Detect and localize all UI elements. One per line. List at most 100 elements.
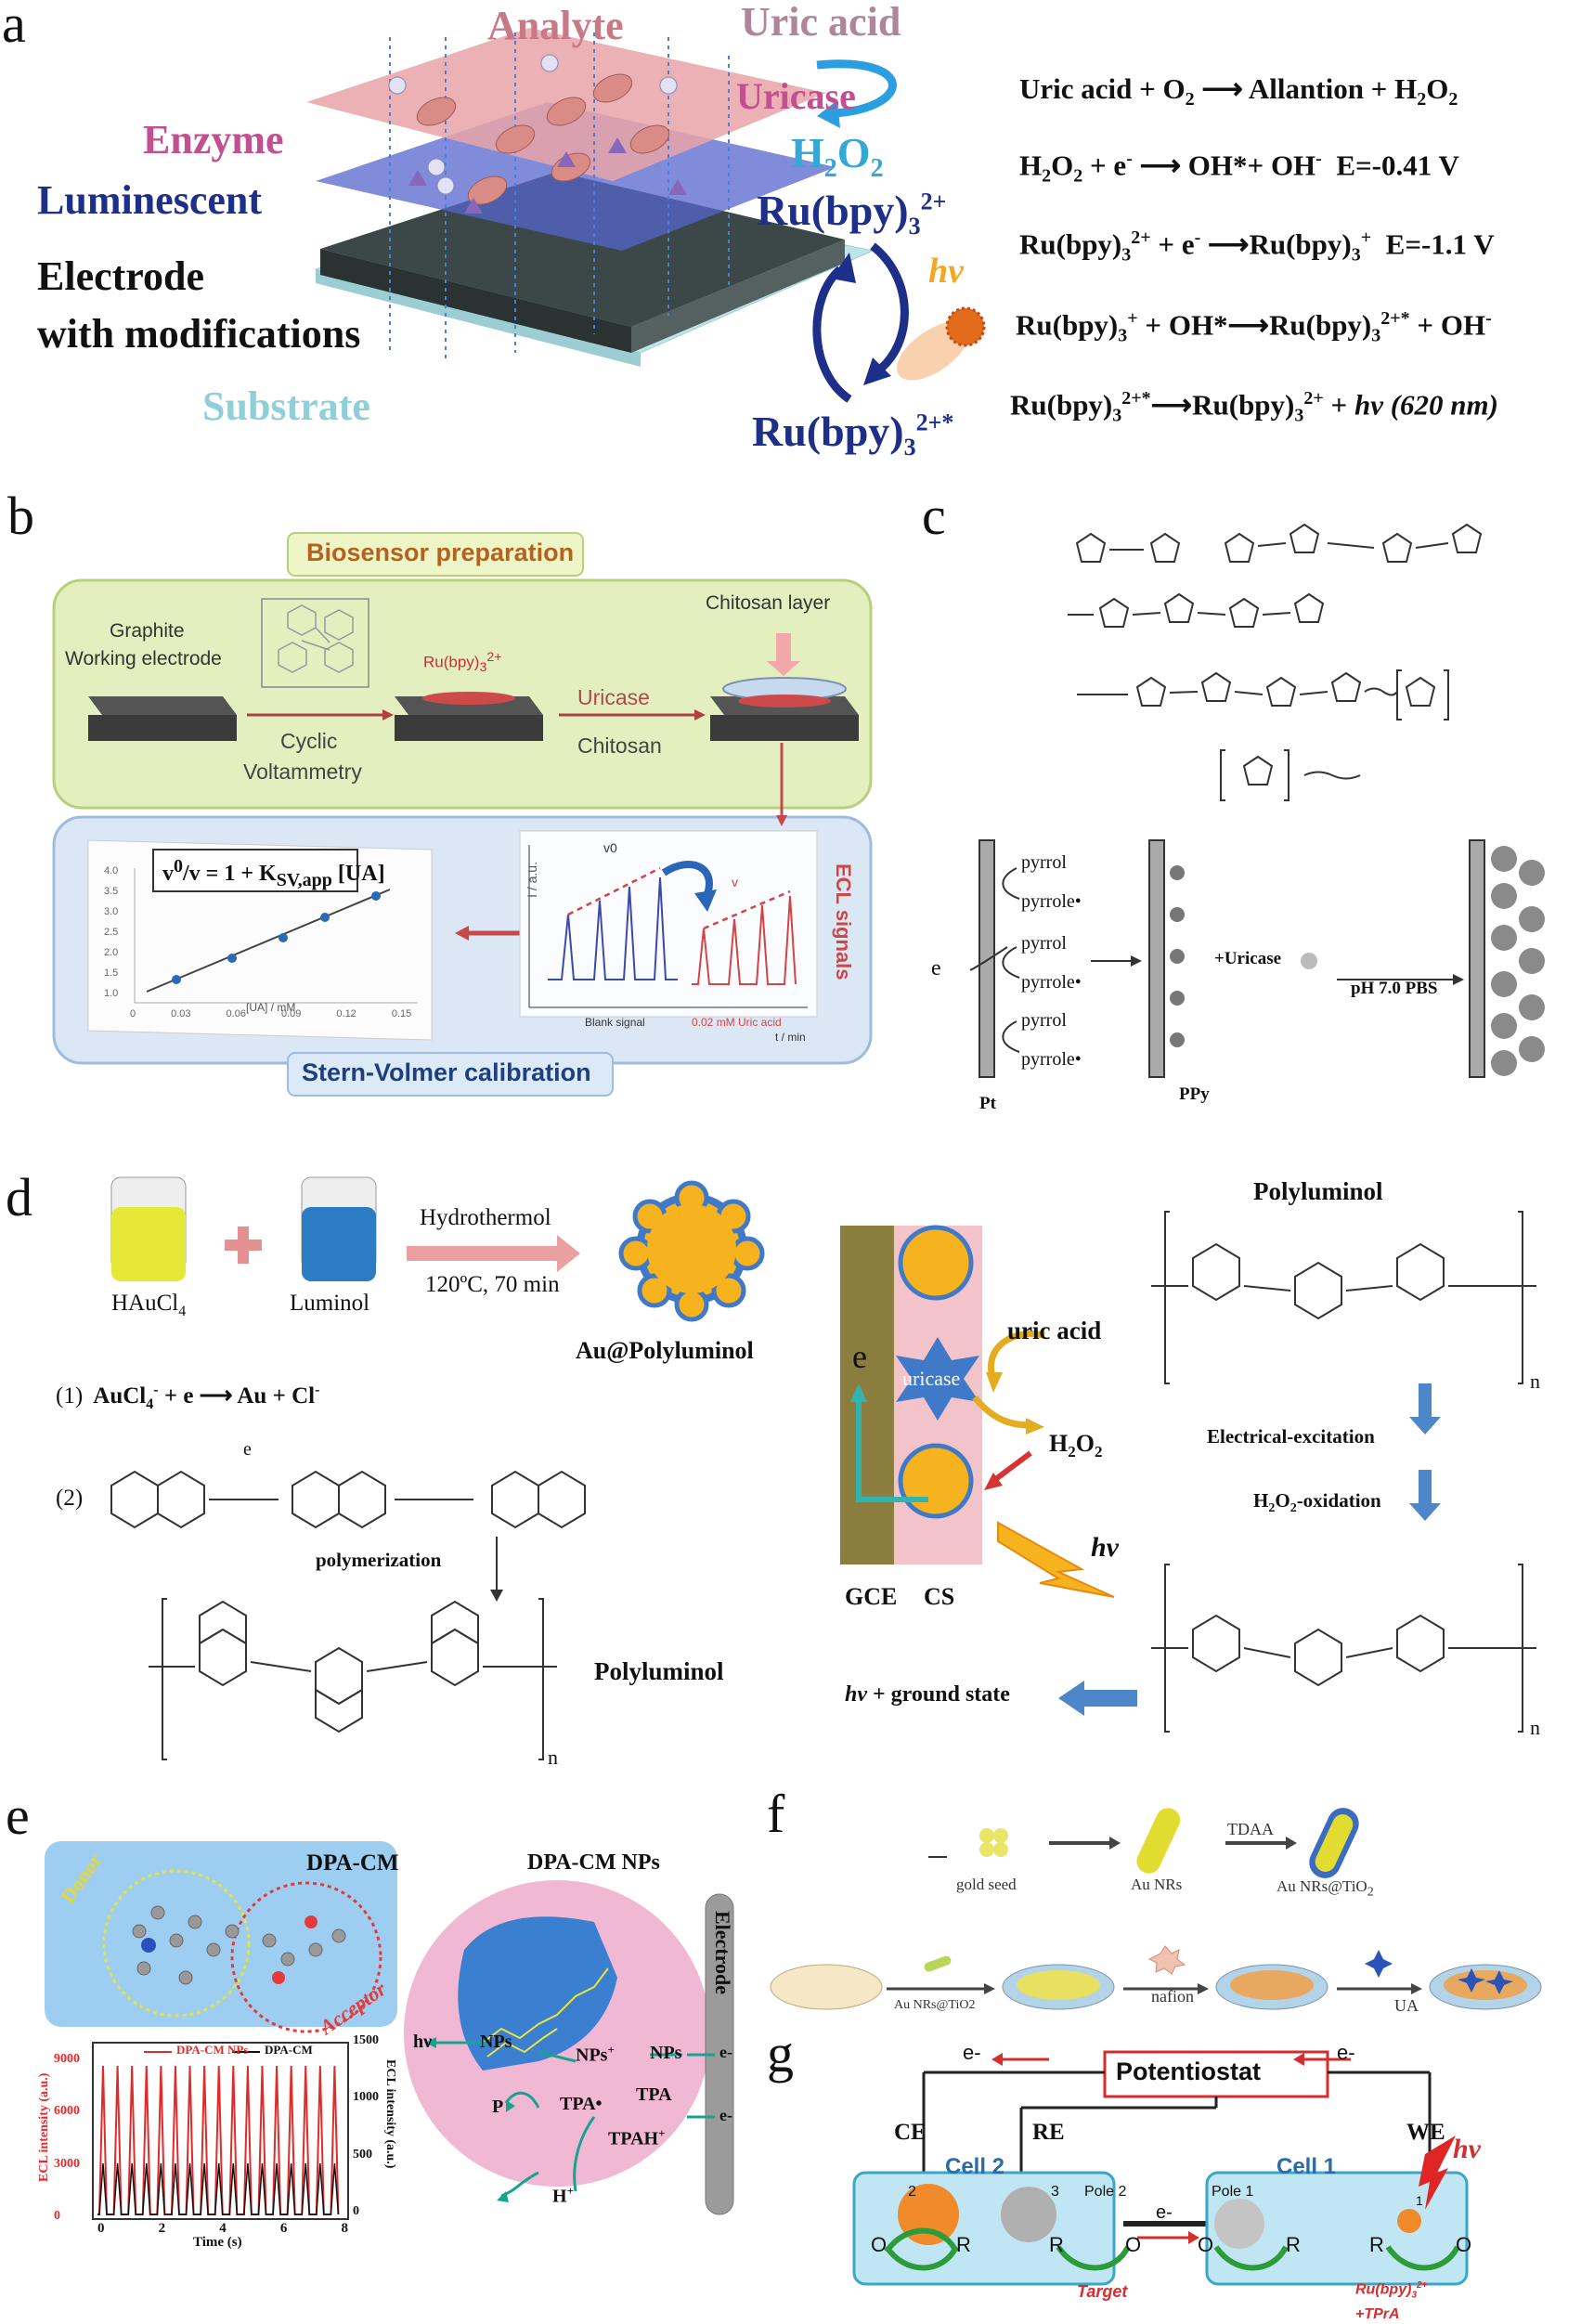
electron-label-d: e — [852, 1338, 867, 1375]
chitosan-layer-label: Chitosan layer — [706, 592, 831, 614]
chitosan-label-b: Chitosan — [577, 734, 662, 758]
polyluminol-label-right: Polyluminol — [1253, 1177, 1383, 1205]
ecl-xtick: 2 — [158, 2221, 166, 2236]
calibration-point — [371, 891, 381, 901]
uric-acid-label: Uric acid — [741, 0, 901, 45]
calibration-point — [279, 933, 288, 942]
electron-g-left: e- — [963, 2041, 981, 2064]
calibration-point — [227, 954, 237, 963]
uricase-label-c: +Uricase — [1214, 949, 1282, 968]
ru-cycle-right — [870, 242, 909, 375]
pyrrol-label-2: pyrrol — [1021, 933, 1067, 954]
v-label: v — [732, 875, 738, 889]
polymerization-label: polymerization — [316, 1549, 442, 1571]
ecl-ytick-left: 9000 — [54, 2052, 80, 2066]
cell1-label: Cell 1 — [1276, 2154, 1337, 2179]
calib-ytick: 3.5 — [104, 886, 119, 897]
au-tio2-label: Au NRs@TiO2 — [1276, 1877, 1374, 1900]
electron-arrow-label: e — [243, 1439, 252, 1460]
pyrrole-label-3: pyrrole• — [1021, 1049, 1082, 1070]
calib-xlabel: [UA] / mM — [246, 1001, 296, 1014]
lightning-icon — [1419, 2136, 1456, 2210]
ecl-signals-label: ECL signals — [832, 863, 855, 980]
electrode-3-number: 3 — [1051, 2184, 1059, 2200]
tpah-label: TPAH+ — [608, 2126, 666, 2149]
panel-a-layers — [306, 28, 986, 403]
electron-e1: e- — [719, 2043, 732, 2061]
calib-ytick: 2.0 — [104, 947, 119, 958]
reaction-2-label: (2) — [56, 1486, 84, 1511]
electron-e2: e- — [719, 2106, 732, 2124]
enzyme-label: Enzyme — [143, 117, 284, 162]
analyte-bean — [546, 97, 587, 126]
target-r-label: R — [1049, 2233, 1064, 2256]
polyluminol-label-left: Polyluminol — [594, 1657, 724, 1685]
ground-state-label: hν + ground state — [845, 1682, 1010, 1707]
ecl-ytick-right: 1000 — [353, 2090, 379, 2105]
electron-g-right: e- — [1337, 2041, 1355, 2064]
nps-plus-label: NPs+ — [576, 2043, 615, 2066]
analyte-bean — [629, 124, 670, 154]
conditions-label: 120ºC, 70 min — [425, 1272, 560, 1297]
equation-2: H2O2 + e- ⟶ OH*+ OH- E=-0.41 V — [1019, 149, 1459, 187]
equation-3: Ru(bpy)32+ + e- ⟶Ru(bpy)3+ E=-1.1 V — [1019, 227, 1495, 266]
luminol-label: Luminol — [290, 1291, 370, 1316]
calibration-point — [172, 975, 181, 984]
reaction-1: (1) AuCl4- + e ⟶ Au + Cl- — [56, 1382, 320, 1412]
hydrothermal-label: Hydrothermol — [420, 1205, 551, 1230]
analyte-bean — [592, 73, 633, 103]
electron-label-c: e — [931, 956, 941, 980]
tdaa-label: TDAA — [1227, 1820, 1274, 1838]
calib-xtick: 0.06 — [226, 1008, 246, 1019]
stern-volmer-title: Stern-Volmer calibration — [302, 1058, 591, 1086]
ru-label-top: Ru(bpy)32+ — [757, 187, 947, 240]
pbs-label: pH 7.0 PBS — [1351, 979, 1438, 998]
hv-label-d: hν — [1091, 1532, 1119, 1563]
h-plus-label: H+ — [552, 2184, 574, 2207]
graphite-label: Graphite — [110, 620, 185, 642]
luminescent-label: Luminescent — [37, 177, 262, 223]
with-modifications-label: with modifications — [37, 311, 361, 357]
cell1-r-label: R — [1286, 2233, 1301, 2256]
uricase-star — [896, 1337, 979, 1421]
p-label: P — [492, 2097, 504, 2117]
au-tio2-label-b: Au NRs@TiO2 — [894, 1998, 976, 2012]
cyclic-label: Cyclic — [280, 729, 338, 753]
gold-seed-label: gold seed — [956, 1876, 1017, 1893]
ru-label-bottom: Ru(bpy)32+* — [752, 408, 954, 461]
target-o-label: O — [1125, 2233, 1142, 2256]
calib-ytick: 2.5 — [104, 927, 119, 938]
ppy-label: PPy — [1179, 1084, 1210, 1104]
uric-acid-signal-label: 0.02 mM Uric acid — [692, 1016, 782, 1029]
cs-label: CS — [924, 1583, 955, 1610]
calib-xtick: 0.12 — [336, 1008, 356, 1019]
uricase-label: Uricase — [736, 75, 856, 117]
electrical-excitation-label: Electrical-excitation — [1207, 1425, 1375, 1448]
ua-label: UA — [1394, 1996, 1419, 2015]
h2o2-label-d: H2O2 — [1049, 1430, 1103, 1461]
stern-volmer-formula: v0/v = 1 + KSV,app [UA] — [162, 856, 385, 890]
ecl-ytick-right: 500 — [353, 2147, 372, 2162]
lightning-icon — [997, 1521, 1115, 1598]
electrode-label: Electrode — [37, 253, 205, 299]
ecl-xtick: 4 — [219, 2221, 227, 2236]
tpa-radical-label: TPA• — [560, 2094, 603, 2114]
pt-label: Pt — [979, 1094, 996, 1113]
repeat-n-right-bottom: n — [1530, 1716, 1540, 1739]
nafion-label: nafion — [1151, 1987, 1194, 2006]
light-emission-icon — [945, 306, 986, 347]
we-label: WE — [1406, 2120, 1445, 2145]
ecl-xtick: 8 — [341, 2221, 349, 2236]
voltammetry-label: Voltammetry — [243, 760, 362, 784]
dpa-cm-label: DPA-CM — [306, 1850, 399, 1876]
nps-label: NPs — [480, 2032, 512, 2052]
blank-signal-label: Blank signal — [585, 1016, 645, 1029]
pole2-label: Pole 2 — [1084, 2184, 1127, 2200]
